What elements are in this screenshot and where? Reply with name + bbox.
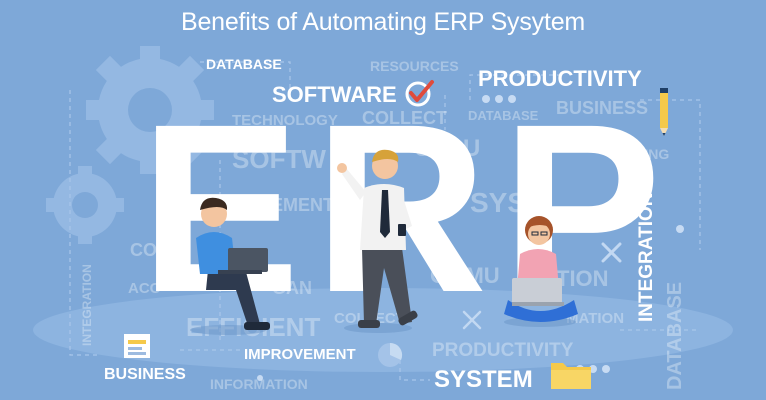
label-mation-faint: MATION	[566, 310, 625, 327]
wrench-icon	[462, 310, 482, 330]
document-chart-icon	[124, 334, 150, 358]
label-structure: STRU	[415, 135, 481, 162]
checkmark-icon	[405, 80, 434, 107]
label-business: BUSINESS	[104, 366, 186, 383]
person-sitting-laptop	[190, 197, 270, 335]
label-system: SYSTEM	[434, 366, 533, 393]
person-woman-laptop	[504, 216, 578, 327]
label-planning: ANNING	[614, 146, 670, 162]
label-account-faint: ACC	[128, 280, 161, 297]
pencil-icon	[660, 88, 668, 136]
page-title: Benefits of Automating ERP Sysytem	[180, 8, 586, 36]
folder-icon	[551, 363, 591, 389]
label-collect: COLLECT	[362, 108, 447, 128]
person-standing-presenter	[337, 149, 418, 333]
label-information: INFORMATION	[210, 376, 308, 392]
label-productivity-2: PRODUCTIVITY	[432, 340, 574, 361]
label-productivity: PRODUCTIVITY	[478, 66, 642, 91]
label-communication-faint: OMMU	[430, 263, 500, 288]
label-improvement: IMPROVEMENT	[244, 346, 356, 363]
gear-icon-small	[46, 166, 124, 244]
label-database: DATABASE	[206, 56, 282, 72]
label-database-2: DATABASE	[468, 108, 539, 123]
label-organization-faint: GAN	[272, 278, 312, 298]
label-software: SOFTWARE	[272, 82, 397, 107]
label-co-faint: CO	[130, 240, 157, 260]
tools-icon	[601, 242, 622, 263]
label-tion-faint: TION	[556, 266, 609, 291]
label-system-faint: SYST	[470, 187, 544, 218]
label-technology: TECHNOLOGY	[232, 112, 338, 129]
label-software-faint: SOFTW	[232, 144, 326, 174]
label-improvement-faint: ROVEMENT	[232, 195, 335, 215]
label-business-top: BUSINESS	[556, 98, 649, 118]
label-resources: RESOURCES	[370, 58, 459, 74]
pie-chart-icon	[378, 342, 403, 367]
